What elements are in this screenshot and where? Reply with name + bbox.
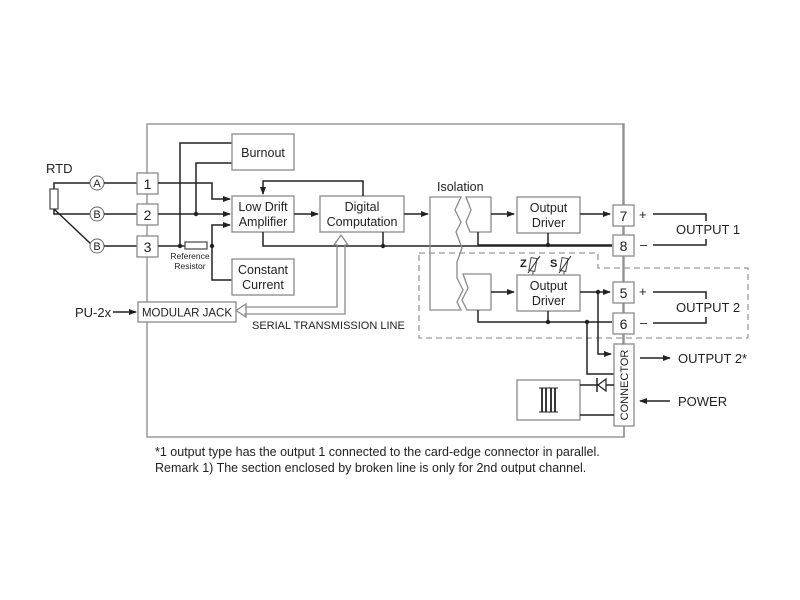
- serial-line-label: SERIAL TRANSMISSION LINE: [252, 320, 405, 332]
- output-driver-1-block: Output Driver: [516, 196, 581, 234]
- svg-text:Computation: Computation: [327, 215, 398, 229]
- reference-resistor-label: Reference: [170, 251, 209, 261]
- svg-text:Current: Current: [242, 278, 284, 292]
- sensor-node-b2: B: [89, 238, 105, 254]
- rtd-sensor-icon: [49, 188, 59, 210]
- polarity-plus-1: +: [639, 207, 647, 222]
- polarity-minus-1: –: [640, 237, 648, 252]
- svg-text:MODULAR JACK: MODULAR JACK: [142, 308, 232, 320]
- svg-text:Burnout: Burnout: [241, 146, 285, 160]
- pu-2x-label: PU-2x: [75, 305, 112, 320]
- svg-text:Z: Z: [520, 258, 527, 270]
- svg-text:6: 6: [620, 316, 628, 332]
- terminal-8: 8: [612, 234, 635, 257]
- output-driver-2-block: Output Driver: [516, 274, 581, 312]
- svg-text:A: A: [93, 178, 101, 190]
- output-2-star-label: OUTPUT 2*: [678, 351, 747, 366]
- second-channel-region: [418, 252, 749, 339]
- polarity-plus-2: +: [639, 284, 647, 299]
- constant-current-block: Constant Current: [231, 258, 295, 296]
- terminal-5: 5: [612, 281, 635, 304]
- isolation-barrier-right-1: [465, 196, 492, 233]
- span-adjust-icon: S: [550, 255, 572, 276]
- output-1-leads: [653, 213, 707, 246]
- svg-text:1: 1: [144, 176, 152, 192]
- isolation-barrier-right-2: [461, 273, 492, 311]
- svg-text:5: 5: [620, 285, 628, 301]
- svg-text:Amplifier: Amplifier: [239, 215, 288, 229]
- transformer-icon: [541, 388, 556, 412]
- svg-text:Low Drift: Low Drift: [238, 200, 288, 214]
- output-2-label: OUTPUT 2: [676, 300, 740, 315]
- svg-text:Output: Output: [530, 279, 568, 293]
- zero-adjust-icon: Z: [520, 255, 541, 276]
- rtd-label: RTD: [46, 161, 72, 176]
- footnote-output-type: *1 output type has the output 1 connecte…: [155, 445, 600, 459]
- output-1-label: OUTPUT 1: [676, 222, 740, 237]
- digital-computation-block: Digital Computation: [319, 195, 405, 233]
- remark-broken-line: Remark 1) The section enclosed by broken…: [155, 461, 587, 475]
- burnout-block: Burnout: [231, 133, 295, 171]
- terminal-6: 6: [612, 312, 635, 335]
- svg-text:B: B: [93, 209, 100, 221]
- svg-text:Driver: Driver: [532, 216, 565, 230]
- rtd-wires: [53, 182, 93, 246]
- serial-line: [244, 234, 350, 315]
- output-2-leads: [653, 291, 707, 324]
- sensor-node-a: A: [89, 175, 105, 191]
- connector-block: CONNECTOR: [613, 343, 635, 427]
- reference-resistor-icon: [184, 241, 208, 250]
- polarity-minus-2: –: [640, 315, 648, 330]
- svg-text:2: 2: [144, 207, 152, 223]
- diode-icon: [596, 377, 607, 393]
- terminal-1: 1: [136, 172, 159, 195]
- svg-text:B: B: [93, 241, 100, 253]
- terminal-7: 7: [612, 204, 635, 227]
- transformer-block: [516, 379, 581, 421]
- modular-jack-block: MODULAR JACK: [137, 301, 237, 323]
- terminal-2: 2: [136, 203, 159, 226]
- sensor-node-b1: B: [89, 206, 105, 222]
- terminal-3: 3: [136, 235, 159, 258]
- svg-text:Constant: Constant: [238, 263, 289, 277]
- svg-text:Output: Output: [530, 201, 568, 215]
- svg-text:CONNECTOR: CONNECTOR: [619, 350, 631, 421]
- power-label: POWER: [678, 394, 727, 409]
- svg-text:Digital: Digital: [345, 200, 380, 214]
- reference-resistor-label-2: Resistor: [174, 261, 205, 271]
- isolation-label: Isolation: [437, 180, 484, 194]
- isolation-barrier-left: [429, 196, 464, 311]
- svg-text:3: 3: [144, 239, 152, 255]
- svg-text:8: 8: [620, 238, 628, 254]
- module-enclosure: [146, 123, 625, 438]
- svg-text:Driver: Driver: [532, 294, 565, 308]
- svg-text:S: S: [550, 258, 557, 270]
- low-drift-amplifier-block: Low Drift Amplifier: [231, 195, 295, 233]
- svg-text:7: 7: [620, 208, 628, 224]
